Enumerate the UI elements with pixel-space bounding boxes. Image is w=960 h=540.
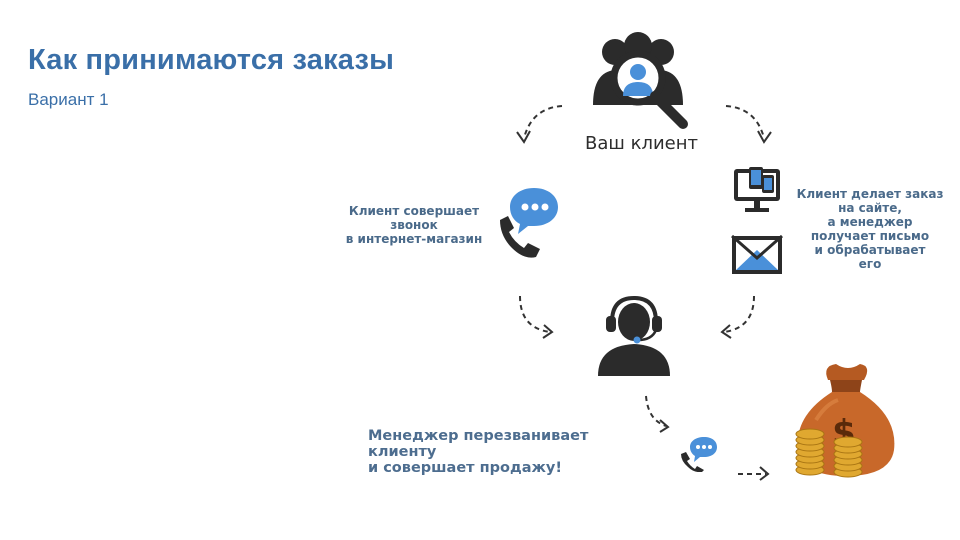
arrow-site-to-manager	[720, 295, 755, 339]
step-call-line: в интернет-магазин	[345, 232, 483, 246]
step-call-line: звонок	[390, 218, 438, 232]
computer-devices-icon	[734, 167, 780, 212]
money-bag-icon: $	[795, 364, 895, 478]
client-label: Ваш клиент	[585, 133, 698, 154]
step-manager-text: Менеджер перезванивает клиенту и соверша…	[368, 428, 608, 476]
step-site-line: Клиент делает заказ	[796, 187, 944, 201]
slide-title: Как принимаются заказы	[28, 44, 395, 76]
arrow-call-to-manager	[519, 295, 554, 339]
slide-subtitle: Вариант 1	[28, 90, 109, 109]
chat-phone-icon	[500, 188, 558, 258]
arrow-client-to-site	[725, 105, 772, 144]
step-manager-line: Менеджер перезванивает	[368, 428, 589, 444]
small-chat-phone-icon	[681, 437, 717, 472]
arrow-client-to-call	[516, 105, 563, 144]
operator-headset-icon	[598, 295, 670, 376]
arrow-sale-to-money	[738, 466, 770, 481]
step-site-line: на сайте,	[838, 201, 902, 215]
step-site-line: и обрабатывает	[814, 243, 926, 257]
client-search-icon	[593, 32, 688, 129]
step-call-text: Клиент совершает звонок в интернет-магаз…	[330, 204, 498, 246]
step-manager-line: и совершает продажу!	[368, 460, 562, 476]
step-site-line: получает письмо	[810, 229, 930, 243]
step-site-line: его	[858, 257, 882, 271]
envelope-icon	[731, 234, 783, 274]
arrow-manager-to-sale	[645, 395, 670, 433]
step-manager-line: клиенту	[368, 444, 437, 460]
step-call-line: Клиент совершает	[348, 204, 480, 218]
step-site-line: а менеджер	[827, 215, 913, 229]
step-site-text: Клиент делает заказ на сайте, а менеджер…	[790, 187, 950, 271]
